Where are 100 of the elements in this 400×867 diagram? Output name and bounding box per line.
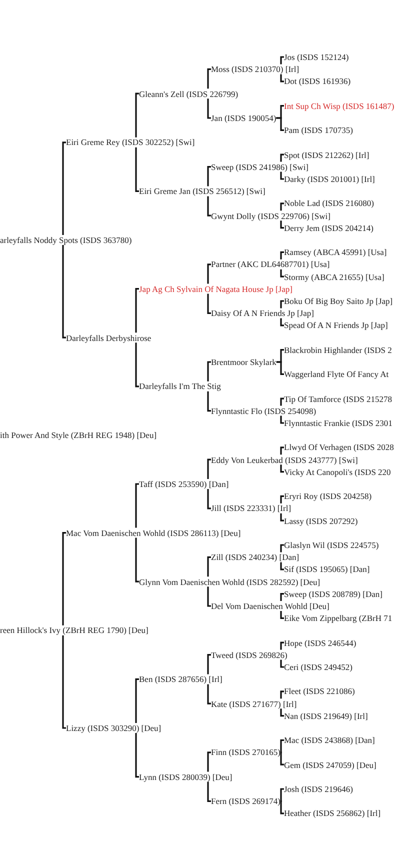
dog-entry: Tip Of Tamforce (ISDS 215278 — [284, 394, 392, 404]
pedigree-bracket — [135, 147, 139, 192]
pedigree-bracket — [62, 532, 66, 626]
dog-entry: Moss (ISDS 210370) [Irl] — [211, 64, 300, 74]
dog-entry: Brentmoor Skylark — [211, 357, 276, 367]
pedigree-bracket — [207, 166, 211, 186]
pedigree-bracket — [207, 68, 211, 89]
dog-entry: Llwyd Of Verhagen (ISDS 2028 — [284, 442, 394, 452]
dog-entry: Daisy Of A N Friends Jp [Jap] — [211, 308, 314, 318]
dog-entry: Stormy (ABCA 21655) [Usa] — [284, 272, 384, 282]
pedigree-bracket — [280, 495, 284, 504]
dog-entry: Blackrobin Highlander (ISDS 2 — [284, 344, 392, 355]
dog-entry: Hope (ISDS 246544) — [284, 638, 356, 648]
pedigree-bracket — [280, 172, 284, 180]
dog-entry: Jill (ISDS 223331) [Irl] — [211, 503, 292, 514]
pedigree-bracket — [207, 752, 211, 772]
pedigree-bracket — [280, 788, 284, 802]
pedigree-bracket — [135, 92, 139, 138]
dog-entry: Noble Lad (ISDS 216080) — [284, 198, 374, 208]
dog-entry: Flynntastic Flo (ISDS 254098) — [211, 406, 316, 416]
pedigree-bracket — [280, 739, 284, 754]
dog-entry: Lizzy (ISDS 303290) [Deu] — [66, 723, 162, 733]
pedigree-bracket — [280, 544, 284, 552]
pedigree-bracket — [280, 74, 284, 82]
dog-entry: Flynntastic Frankie (ISDS 2301 — [284, 418, 392, 428]
dog-entry: Fern (ISDS 269174) — [211, 796, 280, 806]
pedigree-bracket — [207, 196, 211, 216]
dog-entry: Dot (ISDS 161936) — [284, 76, 351, 86]
dog-entry: Lassy (ISDS 207292) — [284, 516, 358, 526]
dog-entry: Darleyfalls I'm The Stig — [139, 381, 221, 392]
dog-entry: Ben (ISDS 287656) [Irl] — [139, 674, 222, 684]
pedigree-bracket — [207, 294, 211, 314]
dog-entry: arleyfalls Noddy Spots (ISDS 363780) — [0, 235, 132, 245]
dog-entry: Josh (ISDS 219646) — [284, 784, 353, 794]
pedigree-bracket — [207, 98, 211, 119]
dog-entry: Eiri Greme Jan (ISDS 256512) [Swi] — [139, 186, 266, 196]
pedigree-bracket — [280, 269, 284, 278]
pedigree-bracket — [280, 56, 284, 64]
pedigree-bracket — [207, 586, 211, 607]
dog-entry: Gleann's Zell (ISDS 226799) — [139, 88, 238, 99]
pedigree-bracket — [62, 245, 66, 338]
pedigree-bracket — [280, 300, 284, 308]
pedigree-bracket — [207, 391, 211, 412]
dog-entry: ith Power And Style (ZBrH REG 1948) [Deu] — [0, 430, 157, 440]
pedigree-bracket — [135, 678, 139, 723]
pedigree-bracket — [280, 398, 284, 406]
dog-entry: Lynn (ISDS 280039) [Deu] — [139, 772, 232, 782]
pedigree-bracket — [62, 635, 66, 729]
pedigree-bracket — [280, 202, 284, 211]
pedigree-bracket — [62, 142, 66, 235]
dog-entry: Jap Ag Ch Sylvain Of Nagata House Jp [Jap] — [139, 284, 292, 294]
pedigree-bracket — [280, 690, 284, 699]
dog-entry: Ceri (ISDS 249452) — [284, 662, 352, 672]
dog-entry: Fleet (ISDS 221086) — [284, 686, 355, 696]
dog-entry: Eiri Greme Rey (ISDS 302252) [Swi] — [66, 137, 195, 148]
dog-entry: Gem (ISDS 247059) [Deu] — [284, 760, 376, 770]
dog-entry: Int Sup Ch Wisp (ISDS 161487) — [284, 100, 394, 111]
pedigree-bracket — [280, 154, 284, 162]
pedigree-bracket — [276, 361, 284, 375]
dog-entry: Del Vom Daenischen Wohld [Deu] — [211, 601, 330, 611]
dog-entry: reen Hillock's Ivy (ZBrH REG 1790) [Deu] — [0, 625, 148, 636]
pedigree-bracket — [280, 513, 284, 522]
dog-entry: Spot (ISDS 212262) [Irl] — [284, 150, 370, 160]
dog-entry: Finn (ISDS 270165) — [211, 747, 280, 758]
dog-entry: Eike Vom Zippelbarg (ZBrH 71 — [284, 613, 392, 624]
pedigree-bracket — [280, 642, 284, 650]
pedigree-bracket — [280, 752, 284, 766]
dog-entry: Vicky At Canopoli's (ISDS 220 — [284, 466, 391, 477]
dog-entry: Pam (ISDS 170735) — [284, 125, 353, 136]
pedigree-bracket — [135, 483, 139, 528]
pedigree-bracket — [280, 611, 284, 619]
dog-entry: Heather (ISDS 256862) [Irl] — [284, 808, 381, 818]
dog-entry: Ramsey (ABCA 45991) [Usa] — [284, 247, 387, 258]
dog-entry: Sweep (ISDS 208789) [Dan] — [284, 588, 382, 599]
dog-entry: Kate (ISDS 271677) [Irl] — [211, 698, 297, 709]
pedigree-bracket — [135, 538, 139, 582]
dog-entry: Darky (ISDS 201001) [Irl] — [284, 174, 375, 184]
dog-entry: Gwynt Dolly (ISDS 229706) [Swi] — [211, 210, 330, 221]
dog-entry: Spead Of A N Friends Jp [Jap] — [284, 320, 388, 330]
pedigree-bracket — [135, 733, 139, 778]
pedigree-bracket — [207, 654, 211, 674]
pedigree-bracket — [135, 288, 139, 333]
pedigree-bracket — [280, 220, 284, 229]
dog-entry: Partner (AKC DL64687701) [Usa] — [211, 259, 330, 270]
dog-entry: Sif (ISDS 195065) [Dan] — [284, 564, 370, 574]
pedigree-bracket — [280, 251, 284, 260]
dog-entry: Waggerland Flyte Of Fancy At — [284, 369, 389, 380]
dog-entry: Glaslyn Wil (ISDS 224575) — [284, 540, 379, 550]
pedigree-bracket — [280, 416, 284, 424]
dog-entry: Derry Jem (ISDS 204214) — [284, 222, 374, 233]
dog-entry: Eryri Roy (ISDS 204258) — [284, 491, 372, 502]
dog-entry: Taff (ISDS 253590) [Dan] — [139, 479, 229, 489]
pedigree-bracket — [280, 464, 284, 473]
pedigree-bracket — [207, 684, 211, 704]
dog-entry: Sweep (ISDS 241986) [Swi] — [211, 162, 309, 172]
pedigree-bracket — [276, 117, 284, 131]
dog-entry: Eddy Von Leukerbad (ISDS 243777) [Swi] — [211, 454, 358, 465]
pedigree-bracket — [280, 593, 284, 601]
pedigree-bracket — [280, 660, 284, 668]
dog-entry: Jos (ISDS 152124) — [284, 52, 349, 62]
